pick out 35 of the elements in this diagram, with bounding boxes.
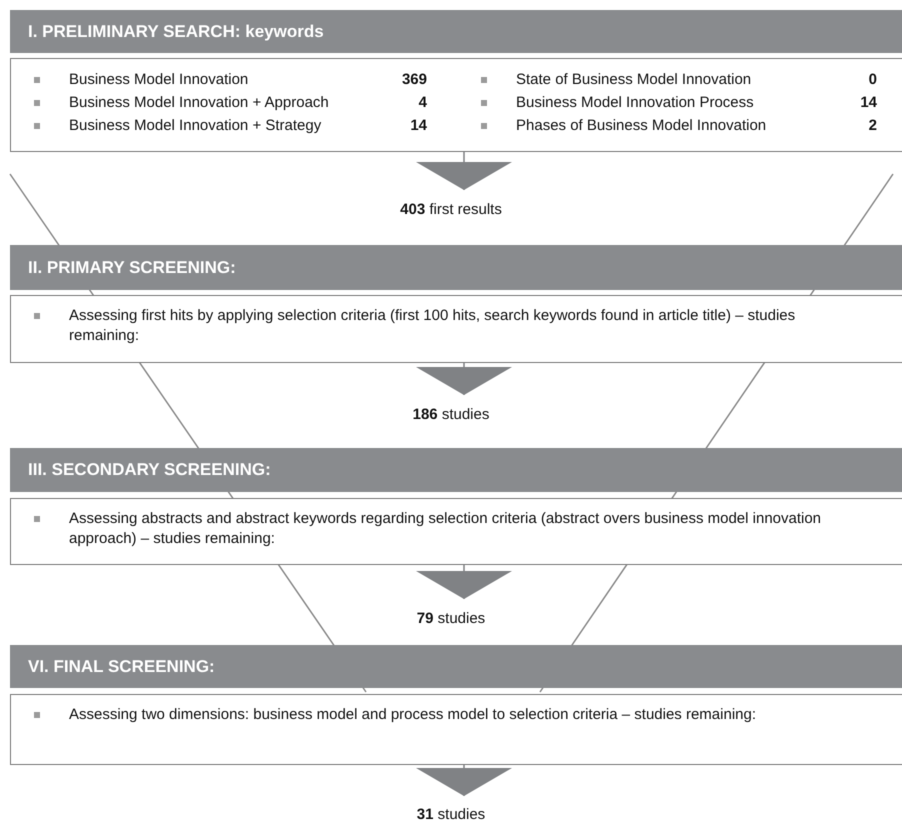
result-count: 403 first results <box>400 200 502 220</box>
keyword: Business Model Innovation + Approach <box>69 93 329 113</box>
keyword: Business Model Innovation Process <box>516 93 754 113</box>
section-title: II. PRIMARY SCREENING: <box>28 258 236 278</box>
chevron-arrow <box>416 363 512 395</box>
hit-count: 369 <box>400 70 427 90</box>
section-header <box>10 645 902 688</box>
section-header <box>10 10 902 53</box>
result-count: 186 studies <box>412 405 490 425</box>
section-header <box>10 448 902 492</box>
criteria-text: Assessing abstracts and abstract keywords regarding selection criteria (abstract overs business model innovation approach) – studies remaining: <box>69 509 822 549</box>
result-count: 31 studies <box>416 805 486 825</box>
keyword: Business Model Innovation <box>69 70 248 90</box>
hit-count: 0 <box>868 70 877 90</box>
criteria-box <box>10 694 902 765</box>
criteria-box <box>10 295 902 363</box>
keyword-box <box>10 58 902 152</box>
result-count: 79 studies <box>416 609 486 629</box>
hit-count: 2 <box>868 116 877 136</box>
hit-count: 14 <box>859 93 877 113</box>
criteria-text: Assessing two dimensions: business model and process model to selection criteria – studies remaining: <box>69 705 758 725</box>
criteria-text: Assessing first hits by applying selection criteria (first 100 hits, search keywords found in article title) – studies remaining: <box>69 306 796 346</box>
chevron-arrow <box>416 565 512 599</box>
hit-count: 14 <box>409 116 427 136</box>
section-header <box>10 245 902 290</box>
section-title: VI. FINAL SCREENING: <box>28 656 215 676</box>
keyword: Business Model Innovation + Strategy <box>69 116 322 136</box>
keyword: Phases of Business Model Innovation <box>516 116 766 136</box>
chevron-arrow <box>416 152 512 190</box>
chevron-arrow <box>416 765 512 796</box>
keyword: State of Business Model Innovation <box>516 70 752 90</box>
criteria-box <box>10 498 902 565</box>
section-title: III. SECONDARY SCREENING: <box>28 460 271 480</box>
section-title: I. PRELIMINARY SEARCH: keywords <box>28 22 324 42</box>
hit-count: 4 <box>418 93 427 113</box>
